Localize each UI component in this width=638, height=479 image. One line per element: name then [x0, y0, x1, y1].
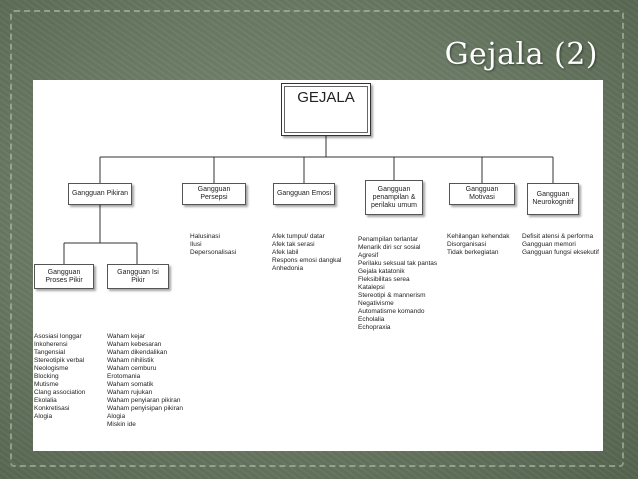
- list-item: Asosiasi longgar: [34, 333, 82, 340]
- list-item: Alogia: [107, 413, 126, 420]
- list-gangguan-emosi: Afek tumpul/ datar Afek tak serasi Afek …: [272, 233, 341, 273]
- category-gangguan-motivasi: Gangguan Motivasi: [449, 183, 515, 205]
- category-gangguan-emosi: Gangguan Emosi: [273, 183, 335, 205]
- list-item: Blocking: [34, 373, 59, 380]
- list-item: Ilusi: [190, 241, 202, 248]
- list-item: Tidak berkegiatan: [447, 249, 499, 256]
- list-item: Katalepsi: [358, 284, 385, 291]
- list-item: Afek tak serasi: [272, 241, 315, 248]
- list-item: Stereotipik verbal: [34, 357, 85, 364]
- list-item: Anhedonia: [272, 265, 304, 272]
- subcategory-gangguan-proses-pikir: Gangguan Proses Pikir: [34, 264, 94, 289]
- list-item: Afek labil: [272, 249, 299, 256]
- diagram-panel: GEJALA Gangguan Pikiran Gangguan Perseps…: [33, 80, 603, 451]
- list-item: Depersonalisasi: [190, 249, 237, 256]
- list-item: Stereotipi & mannerism: [358, 292, 426, 299]
- list-item: Disorganisasi: [447, 241, 487, 248]
- list-item: Waham dikendalikan: [107, 349, 168, 356]
- list-gangguan-penampilan: Penampilan terlantar Menarik diri scr so…: [358, 236, 437, 332]
- list-gangguan-motivasi: Kehilangan kehendak Disorganisasi Tidak …: [447, 233, 510, 257]
- list-item: Waham kejar: [107, 333, 146, 340]
- list-item: Waham somatik: [107, 381, 154, 388]
- subcategory-gangguan-isi-pikir: Gangguan Isi Pikir: [107, 264, 169, 289]
- list-item: Respons emosi dangkal: [272, 257, 342, 264]
- list-item: Agresif: [358, 252, 379, 259]
- list-item: Miskin ide: [107, 421, 136, 428]
- list-item: Waham penyisipan pikiran: [107, 405, 183, 412]
- list-item: Waham rujukan: [107, 389, 153, 396]
- list-item: Inkoherensi: [34, 341, 68, 348]
- list-item: Waham penyiaran pikiran: [107, 397, 181, 404]
- list-gangguan-neurokognitif: Defisit atensi & performa Gangguan memor…: [522, 233, 599, 257]
- category-gangguan-pikiran: Gangguan Pikiran: [68, 183, 132, 205]
- list-item: Automatisme komando: [358, 308, 425, 315]
- slide-frame: [10, 10, 624, 467]
- list-item: Waham nihilistik: [107, 357, 154, 364]
- list-item: Echopraxia: [358, 324, 391, 331]
- list-item: Perilaku seksual tak pantas: [358, 260, 438, 267]
- list-gangguan-persepsi: Halusinasi Ilusi Depersonalisasi: [190, 233, 236, 257]
- list-item: Neologisme: [34, 365, 69, 372]
- list-item: Alogia: [34, 413, 53, 420]
- slide-title: Gejala (2): [444, 37, 598, 72]
- list-item: Menarik diri scr sosial: [358, 244, 421, 251]
- list-item: Fleksibilitas serea: [358, 276, 410, 283]
- list-item: Halusinasi: [190, 233, 220, 240]
- category-gangguan-penampilan: Gangguan penampilan & perilaku umum: [365, 180, 423, 215]
- list-item: Gangguan memori: [522, 241, 576, 248]
- list-item: Afek tumpul/ datar: [272, 233, 325, 240]
- connector-lines: [63, 136, 554, 264]
- root-box-gejala: GEJALA: [281, 83, 371, 136]
- list-item: Penampilan terlantar: [358, 236, 418, 243]
- list-item: Tangensial: [34, 349, 66, 356]
- list-item: Gejala katatonik: [358, 268, 405, 275]
- list-item: Defisit atensi & performa: [522, 233, 594, 240]
- category-gangguan-persepsi: Gangguan Persepsi: [182, 183, 246, 205]
- list-gangguan-proses-pikir: Asosiasi longgar Inkoherensi Tangensial …: [34, 333, 85, 421]
- category-gangguan-neurokognitif: Gangguan Neurokognitif: [527, 183, 579, 215]
- list-gangguan-isi-pikir: Waham kejar Waham kebesaran Waham dikend…: [107, 333, 183, 429]
- list-item: Waham cemburu: [107, 365, 157, 372]
- list-item: Echolalia: [358, 316, 385, 323]
- list-item: Kehilangan kehendak: [447, 233, 510, 240]
- list-item: Ekolalia: [34, 397, 57, 404]
- list-item: Erotomania: [107, 373, 141, 380]
- list-item: Konkretisasi: [34, 405, 70, 412]
- list-item: Gangguan fungsi eksekutif: [522, 249, 599, 256]
- list-item: Negativisme: [358, 300, 394, 307]
- list-item: Waham kebesaran: [107, 341, 162, 348]
- list-item: Clang association: [34, 389, 86, 396]
- list-item: Mutisme: [34, 381, 59, 388]
